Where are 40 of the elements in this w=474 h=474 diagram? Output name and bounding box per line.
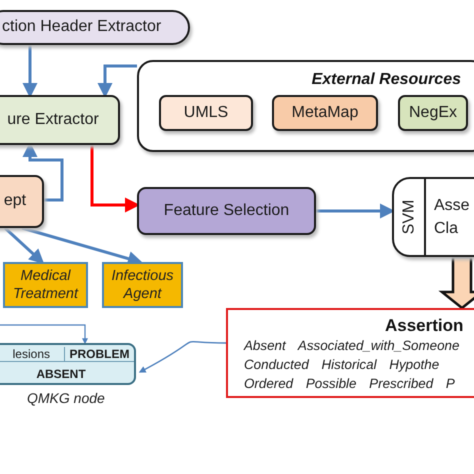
node-label: Medical Treatment: [12, 266, 80, 304]
table-cell-text: ABSENT: [35, 366, 87, 380]
category-box: [3, 262, 88, 308]
process-box: [0, 175, 44, 228]
table-cell: PROBLEM: [64, 347, 134, 362]
arrow: [4, 226, 44, 264]
resource-box: [159, 95, 253, 131]
process-box: [137, 187, 316, 235]
category-box: [102, 262, 183, 308]
group-panel: [137, 60, 474, 152]
arrow: [0, 324, 88, 344]
classifier-box: [392, 177, 474, 257]
arrow: [22, 142, 64, 202]
node-label: Asse Cla: [434, 196, 471, 239]
arrow: [138, 340, 226, 373]
node-heading: Assertion: [385, 316, 464, 336]
node-label: Feature Selection: [164, 202, 290, 220]
node-caption: QMKG node: [27, 390, 105, 406]
node-label: ure Extractor: [7, 110, 99, 130]
block-arrow: [438, 256, 474, 310]
node-label: UMLS: [184, 104, 228, 122]
node-label: ction Header Extractor: [2, 18, 162, 37]
process-pill: [0, 10, 190, 45]
node-label: NegEx: [408, 104, 458, 122]
resource-box: [398, 95, 468, 131]
output-box: [226, 308, 474, 398]
node-label: MetaMap: [292, 104, 358, 122]
classifier-label: SVM: [400, 200, 418, 234]
process-box: [0, 95, 120, 145]
arrow: [22, 45, 38, 98]
arrow: [98, 64, 137, 98]
resource-box: [272, 95, 378, 131]
table-cell: lesions: [0, 347, 64, 362]
assertion-values: Conducted Historical Hypothe: [244, 356, 440, 374]
group-title: External Resources: [312, 71, 461, 89]
assertion-values: Absent Associated_with_Someone: [244, 337, 460, 355]
graph-node: [0, 343, 136, 385]
node-label: Infectious Agent: [110, 266, 175, 304]
assertion-values: Ordered Possible Prescribed P: [244, 375, 455, 393]
node-label: ept: [4, 192, 26, 211]
